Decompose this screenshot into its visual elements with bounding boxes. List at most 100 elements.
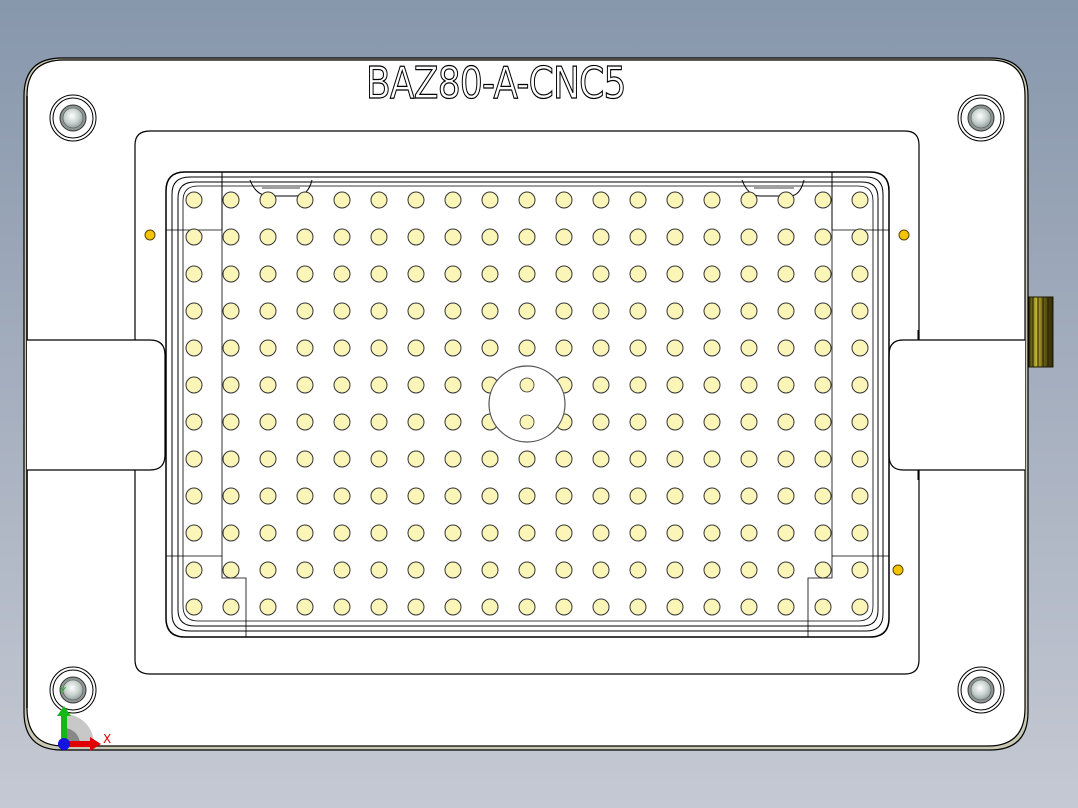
hole (814, 191, 832, 209)
hole (666, 339, 684, 357)
hole (259, 487, 277, 505)
hole (481, 339, 499, 357)
hole (592, 376, 610, 394)
hole (703, 524, 721, 542)
hole (444, 487, 462, 505)
hole (777, 376, 795, 394)
hole (444, 450, 462, 468)
hole (629, 524, 647, 542)
hole (851, 265, 869, 283)
hole (481, 191, 499, 209)
hole (629, 598, 647, 616)
hole (740, 265, 758, 283)
hole (777, 265, 795, 283)
hole (481, 265, 499, 283)
mounting-bolts (49, 94, 1005, 714)
hole (592, 598, 610, 616)
hole (296, 413, 314, 431)
hole (222, 487, 240, 505)
hole (296, 265, 314, 283)
hole (481, 302, 499, 320)
hole (592, 450, 610, 468)
hole (444, 598, 462, 616)
hole (370, 339, 388, 357)
hole (518, 524, 536, 542)
hole (666, 450, 684, 468)
hole (259, 302, 277, 320)
hole (555, 598, 573, 616)
hole (296, 450, 314, 468)
hole (370, 302, 388, 320)
hole (333, 265, 351, 283)
hole (185, 376, 203, 394)
hole (444, 339, 462, 357)
hole (185, 598, 203, 616)
hole (518, 561, 536, 579)
hole (777, 302, 795, 320)
hole (851, 450, 869, 468)
hole (259, 598, 277, 616)
hole (666, 598, 684, 616)
hole (333, 524, 351, 542)
hole (296, 228, 314, 246)
part-number-label: BAZ80-A-CNC5 (366, 58, 627, 109)
hole (592, 487, 610, 505)
hole (777, 413, 795, 431)
hole (259, 339, 277, 357)
hole (370, 228, 388, 246)
hole (259, 524, 277, 542)
threaded-fitting (1028, 296, 1054, 368)
hole (851, 228, 869, 246)
hole (370, 191, 388, 209)
hole (555, 265, 573, 283)
hole (740, 413, 758, 431)
hole (703, 598, 721, 616)
hole (629, 413, 647, 431)
hole (370, 265, 388, 283)
hole (407, 228, 425, 246)
hole (555, 487, 573, 505)
hole (777, 339, 795, 357)
hole (407, 339, 425, 357)
hole (555, 524, 573, 542)
hole (666, 524, 684, 542)
y-axis-arrow (61, 714, 67, 744)
hole (407, 413, 425, 431)
hole (518, 487, 536, 505)
hole (259, 191, 277, 209)
hole (777, 524, 795, 542)
locating-pin (144, 229, 156, 241)
hole (629, 265, 647, 283)
hole (592, 413, 610, 431)
coordinate-triad (57, 706, 101, 751)
hole (666, 302, 684, 320)
hole (481, 228, 499, 246)
hole (814, 450, 832, 468)
hole (851, 191, 869, 209)
hole (851, 339, 869, 357)
hole (592, 561, 610, 579)
hole (296, 487, 314, 505)
hole (481, 598, 499, 616)
hole (518, 265, 536, 283)
hole (592, 265, 610, 283)
hole (222, 191, 240, 209)
hole (555, 191, 573, 209)
hole (370, 450, 388, 468)
hole (814, 228, 832, 246)
hole (629, 487, 647, 505)
hole (666, 561, 684, 579)
hole (814, 376, 832, 394)
hole (185, 524, 203, 542)
hole (370, 487, 388, 505)
hole (185, 302, 203, 320)
hole (259, 561, 277, 579)
hole (296, 302, 314, 320)
hole (222, 524, 240, 542)
hole (259, 265, 277, 283)
hole (629, 191, 647, 209)
bolt (49, 94, 97, 142)
hole (814, 265, 832, 283)
